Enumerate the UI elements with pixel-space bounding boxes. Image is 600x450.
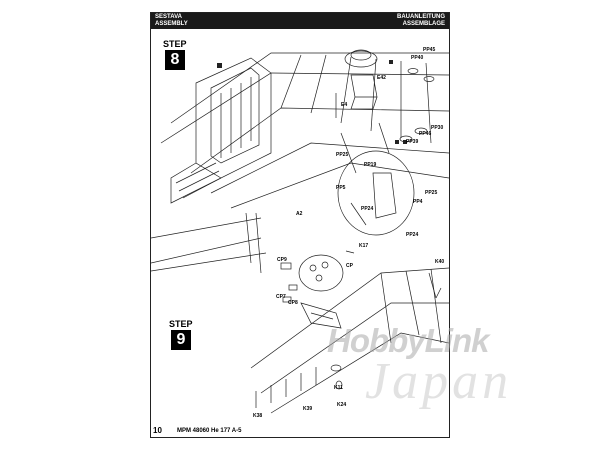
- label-pp39: PP39: [406, 139, 419, 145]
- label-cp8: CP8: [288, 300, 298, 306]
- step-8-number: 8: [165, 50, 185, 70]
- page-number: 10: [153, 426, 162, 435]
- step-9-label: STEP: [169, 319, 193, 329]
- label-pp19: PP19: [364, 162, 377, 168]
- step-8-label: STEP: [163, 39, 187, 49]
- header-right-line2: ASSEMBLAGE: [402, 21, 445, 27]
- label-k38: K38: [253, 413, 263, 419]
- kit-name: MPM 48060 He 177 A-5: [177, 428, 242, 434]
- page-header: SESTAVA ASSEMBLY BAUANLEITUNG ASSEMBLAGE: [151, 13, 449, 29]
- label-pp5: PP5: [336, 185, 346, 191]
- label-k17: K17: [359, 243, 369, 249]
- instruction-page: SESTAVA ASSEMBLY BAUANLEITUNG ASSEMBLAGE: [150, 12, 450, 438]
- label-k11: K11: [334, 385, 343, 391]
- label-pp25b: PP25: [425, 190, 438, 196]
- header-right: BAUANLEITUNG ASSEMBLAGE: [397, 14, 445, 28]
- label-pp25a: PP25: [336, 152, 349, 158]
- header-right-line1: BAUANLEITUNG: [397, 14, 445, 20]
- assembly-drawing: [151, 49, 449, 414]
- label-cp9: CP9: [277, 257, 287, 263]
- label-a2: A2: [296, 211, 303, 217]
- label-pp45: PP45: [423, 47, 436, 53]
- header-left: SESTAVA ASSEMBLY: [155, 14, 188, 28]
- watermark-line2: Japan: [365, 353, 513, 410]
- label-pp24b: PP24: [406, 232, 419, 238]
- page-footer: 10 MPM 48060 He 177 A-5: [151, 424, 449, 437]
- label-pp24a: PP24: [361, 206, 374, 212]
- label-k40: K40: [435, 259, 445, 265]
- label-cp7: CP7: [276, 294, 286, 300]
- watermark-line1: HobbyLink: [327, 322, 489, 359]
- label-e4: E4: [341, 102, 348, 108]
- label-k24: K24: [337, 402, 347, 408]
- watermark: HobbyLink Japan: [305, 322, 595, 432]
- label-e42: E42: [377, 75, 386, 81]
- header-left-line1: SESTAVA: [155, 14, 183, 20]
- label-pp46: PP46: [419, 131, 432, 137]
- step-9-number: 9: [171, 330, 191, 350]
- header-left-line2: ASSEMBLY: [155, 21, 188, 27]
- label-pp30a: PP30: [431, 125, 444, 131]
- label-cp: CP: [346, 263, 353, 269]
- label-pp4: PP4: [413, 199, 423, 205]
- label-pp40: PP40: [411, 55, 424, 61]
- label-k39: K39: [303, 406, 313, 412]
